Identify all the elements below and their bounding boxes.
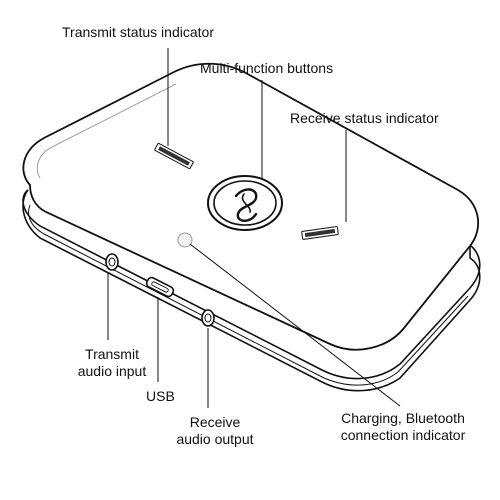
usb-port [145, 276, 175, 298]
label-transmit-input: Transmit audio input [60, 346, 164, 380]
transmit-audio-jack [105, 253, 119, 271]
device-top-highlight [36, 83, 177, 179]
label-transmit-input-line1: Transmit [85, 346, 139, 362]
bluetooth-swirl-icon [234, 188, 258, 222]
charging-indicator-led [177, 232, 193, 248]
label-receive-output: Receive audio output [160, 414, 270, 448]
label-receive-status: Receive status indicator [290, 110, 439, 126]
label-charging-line1: Charging, Bluetooth [341, 410, 465, 426]
label-usb: USB [146, 388, 175, 404]
label-transmit-status: Transmit status indicator [62, 24, 214, 40]
label-charging-line2: connection indicator [340, 427, 466, 443]
transmit-indicator [154, 142, 194, 170]
device-side [22, 189, 481, 392]
label-receive-output-line2: audio output [176, 431, 254, 447]
leader-charging [189, 243, 401, 407]
receive-audio-jack [201, 309, 215, 327]
label-multi-function: Multi-function buttons [200, 60, 334, 76]
label-transmit-input-line2: audio input [77, 363, 147, 379]
label-charging: Charging, Bluetooth connection indicator [328, 410, 478, 444]
label-receive-output-line1: Receive [189, 414, 241, 430]
multi-function-button[interactable] [207, 175, 283, 231]
receive-indicator [301, 226, 339, 240]
device-side-band [28, 204, 469, 386]
